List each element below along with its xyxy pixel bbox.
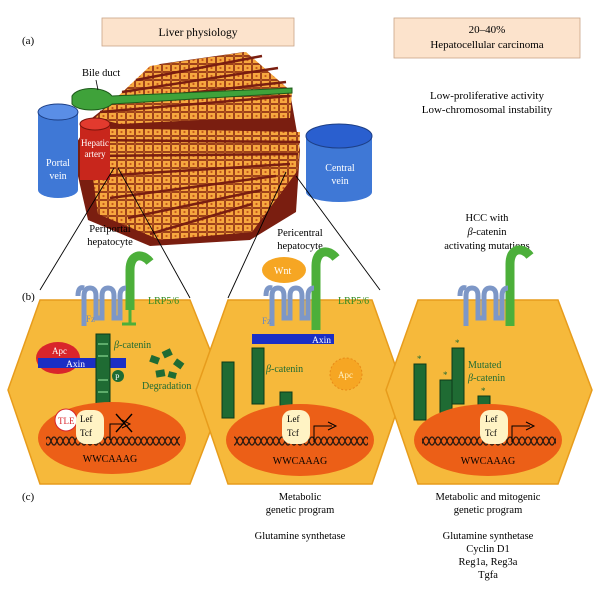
liver-lobule-illustration: Bile duct Portal vein Hepatic artery Cen… (37, 52, 373, 246)
hepatic-artery: Hepatic artery (79, 117, 111, 180)
gene-item: Glutamine synthetase (443, 531, 534, 542)
hepatic-artery-label-1: Hepatic (81, 138, 109, 148)
pericentral-title-2: hepatocyte (277, 241, 323, 252)
degradation-fragments (149, 348, 185, 379)
mitogenic-program-line1: Metabolic and mitogenic (436, 492, 541, 503)
tle-label: TLE (58, 416, 75, 426)
portal-vein-label-1: Portal (46, 158, 70, 169)
periportal-title-2: hepatocyte (87, 237, 133, 248)
pericentral-title-1: Pericentral (277, 228, 323, 239)
central-vein-label-1: Central (325, 163, 355, 174)
beta-catenin-label-1: β-catenin (113, 340, 151, 351)
lef-label-1: Lef (80, 414, 93, 424)
lrp-label-1: LRP5/6 (148, 296, 179, 307)
mitogenic-program-line2: genetic program (454, 505, 523, 516)
hcc-cell: * * * * Mutated β-catenin Lef Tcf WWCAAA… (385, 245, 593, 485)
tcf-label-3: Tcf (485, 428, 497, 438)
beta-catenin-label-2: β-catenin (265, 364, 303, 375)
header-hcc: 20–40% Hepatocellular carcinoma (393, 17, 581, 59)
periportal-cell: LRP5/6 Fz Apc Axin P β-catenin Degradati… (7, 251, 227, 485)
fz-label-1: Fz (86, 314, 95, 324)
hcc-title-2: β-catenin (466, 227, 507, 238)
header-hcc-title: Hepatocellular carcinoma (430, 39, 543, 51)
motif-label-2: WWCAAAG (273, 456, 327, 467)
motif-label-1: WWCAAAG (83, 454, 137, 465)
degradation-label: Degradation (142, 381, 191, 392)
zoom-lines (39, 167, 381, 299)
axin-label-2: Axin (312, 336, 331, 346)
hcc-title-3: activating mutations (444, 241, 529, 252)
gene-item: Cyclin D1 (466, 544, 509, 555)
header-hcc-percent: 20–40% (469, 24, 506, 36)
glutamine-synthetase-label: Glutamine synthetase (255, 531, 346, 542)
hepatic-artery-label-2: artery (85, 149, 106, 159)
metabolic-program-line2: genetic program (266, 505, 335, 516)
tcf-label-2: Tcf (287, 428, 299, 438)
bile-duct-label: Bile duct (82, 68, 120, 79)
panel-label-a: (a) (22, 35, 35, 47)
gene-item: Reg1a, Reg3a (459, 557, 518, 568)
hcc-gene-list: Glutamine synthetase Cyclin D1 Reg1a, Re… (443, 531, 534, 581)
central-vein-label-2: vein (331, 176, 348, 187)
lef-label-2: Lef (287, 414, 300, 424)
svg-text:*: * (455, 338, 460, 348)
beta-catenin-stabilized (221, 347, 293, 439)
tcf-label-1: Tcf (80, 428, 92, 438)
panel-label-c: (c) (22, 491, 35, 503)
svg-text:*: * (417, 354, 422, 364)
lef-label-3: Lef (485, 414, 498, 424)
pericentral-cell: Wnt LRP5/6 Fz Axin Apc β-catenin Lef Tcf… (195, 247, 405, 485)
periportal-title-1: Periportal (89, 224, 130, 235)
metabolic-program-line1: Metabolic (279, 492, 322, 503)
central-vein: Central vein (305, 123, 373, 202)
axin-label-1: Axin (66, 360, 85, 370)
lrp-label-2: LRP5/6 (338, 296, 369, 307)
hcc-title-1: HCC with (466, 213, 510, 224)
svg-text:*: * (481, 386, 486, 396)
svg-text:*: * (443, 370, 448, 380)
hcc-trait-instability: Low-chromosomal instability (422, 104, 553, 116)
wnt-label: Wnt (274, 266, 291, 277)
motif-label-3: WWCAAAG (461, 456, 515, 467)
gene-item: Tgfa (478, 570, 498, 581)
header-liver-physiology: Liver physiology (101, 17, 295, 47)
apc-label-1: Apc (52, 346, 67, 356)
portal-vein: Portal vein (37, 103, 79, 198)
phospho-label: P (115, 373, 120, 382)
mutated-label: Mutated (468, 360, 501, 371)
header-liver-title: Liver physiology (159, 27, 238, 39)
portal-vein-label-2: vein (49, 171, 66, 182)
fz-label-2: Fz (262, 316, 271, 326)
hcc-trait-proliferation: Low-proliferative activity (430, 90, 544, 102)
panel-label-b: (b) (22, 291, 35, 303)
apc-label-2: Apc (338, 370, 353, 380)
beta-catenin-label-3: β-catenin (467, 373, 505, 384)
